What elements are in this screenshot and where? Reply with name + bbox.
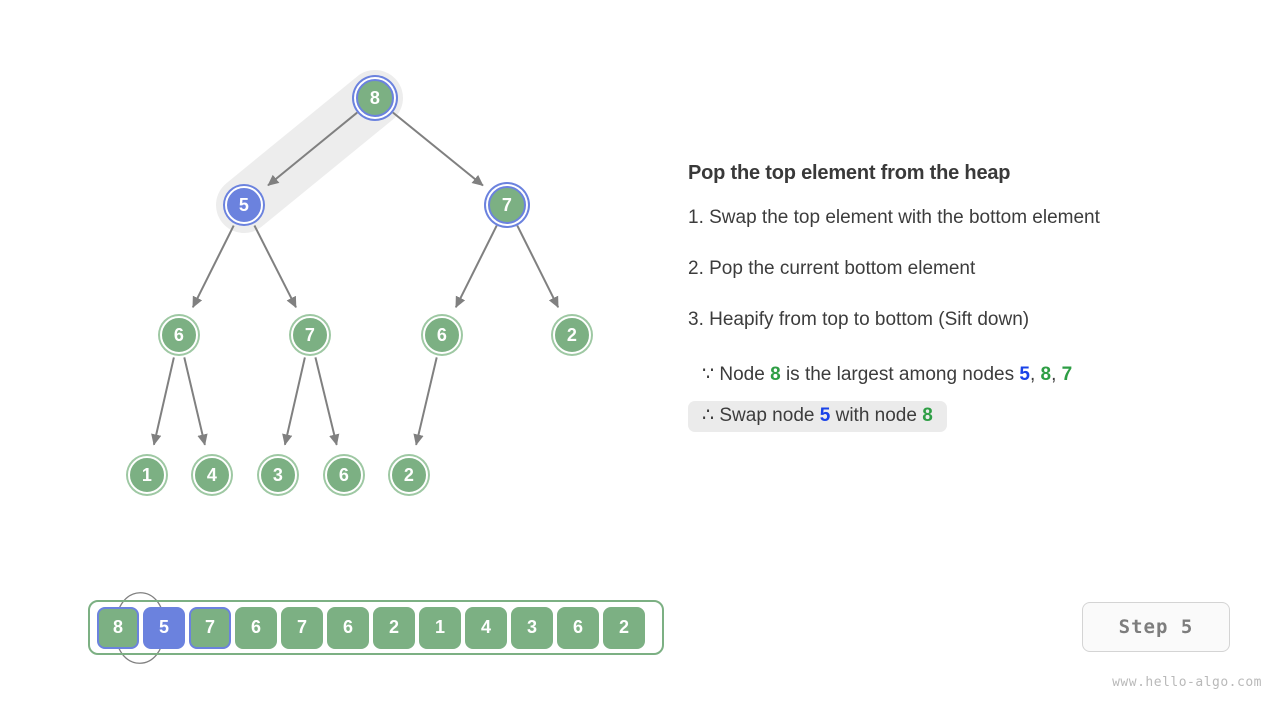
array-cell: 2 (373, 606, 415, 649)
explanation-panel: Pop the top element from the heap 1. Swa… (688, 162, 1248, 438)
array-cell: 6 (557, 606, 599, 649)
conclusion-text-b: with node (835, 405, 917, 426)
tree-node-value: 6 (436, 325, 448, 345)
tree-node-value: 6 (173, 325, 185, 345)
tree-edge (282, 357, 306, 446)
reason-value-c: 8 (1040, 364, 1052, 385)
step-item-2: 2. Pop the current bottom element (688, 258, 976, 279)
tree-node: 7 (291, 316, 329, 354)
tree-node: 6 (160, 316, 198, 354)
conclusion-text-a: Swap node (719, 405, 815, 426)
tree-edges-svg (151, 70, 560, 446)
tree-node-value: 2 (566, 325, 578, 345)
array-cell: 4 (465, 606, 507, 649)
tree-node-value: 7 (501, 195, 513, 215)
reason-value-b: 5 (1019, 364, 1030, 385)
array-cell: 7 (189, 606, 231, 649)
reason-sep-c: , (1051, 364, 1057, 385)
tree-node-value: 1 (141, 465, 153, 485)
tree-node: 4 (193, 456, 231, 494)
because-symbol: ∵ (702, 364, 715, 385)
tree-edge (516, 225, 560, 308)
tree-node-value: 3 (272, 465, 284, 485)
binary-tree-diagram: 8 5 7 6 7 6 2 1 4 3 6 2 (0, 0, 680, 560)
step-item-1: 1. Swap the top element with the bottom … (688, 207, 1100, 228)
reason-sep-b: , (1029, 364, 1036, 385)
tree-edge (151, 357, 175, 446)
tree-edge (183, 357, 208, 446)
array-cell: 5 (143, 606, 185, 649)
tree-edge (413, 357, 438, 446)
array-cell: 6 (235, 606, 277, 649)
array-cell: 6 (327, 606, 369, 649)
tree-edge (191, 225, 235, 308)
reason-text-b: is the largest among nodes (785, 364, 1015, 385)
array-cell: 1 (419, 606, 461, 649)
page-title: Pop the top element from the heap (688, 162, 1011, 184)
tree-node-value: 6 (338, 465, 350, 485)
tree-edge (253, 225, 297, 309)
conclusion-line: ∴ Swap node 5 with node 8 (688, 401, 947, 432)
array-cell: 7 (281, 606, 323, 649)
tree-edge (454, 225, 498, 308)
therefore-symbol: ∴ (702, 405, 715, 426)
tree-node: 2 (390, 456, 428, 494)
tree-node-value: 5 (238, 195, 250, 215)
conclusion-value-b: 8 (922, 405, 933, 426)
tree-edge (392, 111, 484, 187)
tree-node-value: 2 (403, 465, 415, 485)
tree-edge (267, 111, 358, 187)
tree-node: 2 (553, 316, 591, 354)
tree-node: 5 (225, 186, 263, 224)
tree-node-value: 8 (369, 88, 381, 108)
step-badge: Step 5 (1082, 602, 1230, 652)
tree-node: 8 (356, 79, 394, 117)
tree-node: 3 (259, 456, 297, 494)
array-cell: 2 (603, 606, 645, 649)
tree-node: 1 (128, 456, 166, 494)
tree-node-value: 4 (206, 465, 218, 485)
reason-line: ∵ Node 8 is the largest among nodes 5, 8… (698, 360, 1086, 391)
array-cell: 3 (511, 606, 553, 649)
reason-value-d: 7 (1061, 364, 1073, 385)
reason-value-a: 8 (770, 364, 781, 385)
tree-node: 6 (423, 316, 461, 354)
array-cell: 8 (97, 606, 139, 649)
tree-node: 6 (325, 456, 363, 494)
watermark: www.hello-algo.com (1112, 675, 1262, 690)
tree-node: 7 (488, 186, 526, 224)
tree-node-value: 7 (304, 325, 316, 345)
conclusion-value-a: 5 (819, 405, 831, 426)
reason-text-a: Node (719, 364, 765, 385)
tree-edge-group (151, 111, 560, 446)
tree-edge (314, 357, 340, 446)
step-item-3: 3. Heapify from top to bottom (Sift down… (688, 309, 1030, 330)
